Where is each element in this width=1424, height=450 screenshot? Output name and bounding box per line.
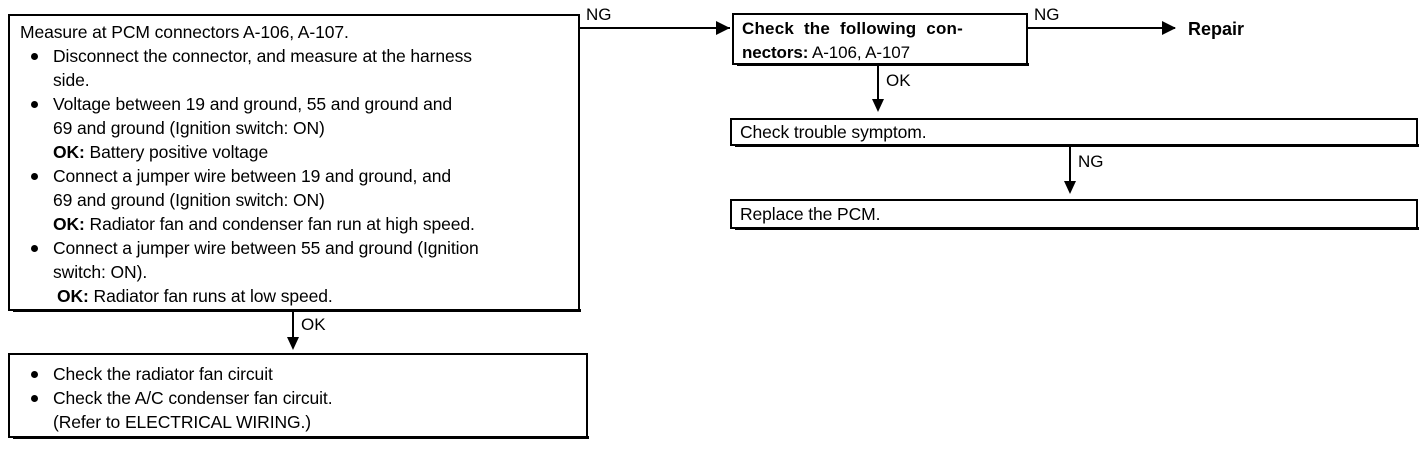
list-item: Connect a jumper wire between 55 and gro… <box>19 236 570 260</box>
ok-prefix-label: OK: <box>53 142 85 162</box>
measure-box-content: Measure at PCM connectors A-106, A-107. … <box>10 16 578 309</box>
check-trouble-symptom-box: Check trouble symptom. <box>730 118 1419 147</box>
measure-box-heading: Measure at PCM connectors A-106, A-107. <box>20 22 349 42</box>
bullet-icon <box>31 101 38 108</box>
list-item-continuation: side. <box>19 68 570 92</box>
bullet-icon <box>31 395 38 402</box>
ok-prefix-label: OK: <box>53 214 85 234</box>
list-item: Check the radiator fan circuit <box>19 362 578 386</box>
check-connectors-line2-prefix: nectors: <box>742 43 809 62</box>
check-connectors-list: A-106, A-107 <box>811 43 911 62</box>
ok-criterion-label: Battery positive voltage <box>89 142 269 162</box>
ok-criterion: OK: Radiator fan and condenser fan run a… <box>19 212 570 236</box>
check-connectors-line1-label: Check the following con- <box>742 19 963 38</box>
edge-label-ng-measure-to-connectors: NG <box>586 5 612 24</box>
list-item-label: Connect a jumper wire between 55 and gro… <box>53 238 479 258</box>
list-item-label: (Refer to ELECTRICAL WIRING.) <box>53 412 312 432</box>
edge-label-ng-connectors-to-repair: NG <box>1034 5 1060 24</box>
repair-terminal-label: Repair <box>1188 19 1245 39</box>
ok-prefix-label: OK: <box>57 286 89 306</box>
bullet-icon <box>31 245 38 252</box>
list-item-continuation: 69 and ground (Ignition switch: ON) <box>19 188 570 212</box>
bullet-icon <box>31 53 38 60</box>
list-item-label: side. <box>53 70 90 90</box>
measure-at-pcm-connectors-box: Measure at PCM connectors A-106, A-107. … <box>8 14 581 312</box>
edge-label-ok-connectors-to-symptom: OK <box>886 71 911 90</box>
list-item: Connect a jumper wire between 19 and gro… <box>19 164 570 188</box>
check-connectors-line1: Check the following con- <box>742 16 1020 41</box>
edge-connectors-to-repair-line <box>1028 27 1175 29</box>
check-connectors-box-content: Check the following con- nectors: A-106,… <box>734 15 1026 63</box>
list-item: Voltage between 19 and ground, 55 and gr… <box>19 92 570 116</box>
list-item-label: Check the A/C condenser fan circuit. <box>53 388 333 408</box>
check-following-connectors-box: Check the following con- nectors: A-106,… <box>732 13 1029 66</box>
ok-criterion-label: Radiator fan runs at low speed. <box>93 286 333 306</box>
list-item-label: Voltage between 19 and ground, 55 and gr… <box>53 94 453 114</box>
bullet-icon <box>31 371 38 378</box>
edge-connectors-to-symptom-arrowhead <box>872 99 884 112</box>
list-item-label: 69 and ground (Ignition switch: ON) <box>53 118 325 138</box>
bullet-icon <box>31 173 38 180</box>
edge-measure-to-connectors-line <box>580 27 730 29</box>
list-item-label: 69 and ground (Ignition switch: ON) <box>53 190 325 210</box>
ok-criterion-label: Radiator fan and condenser fan run at hi… <box>89 214 475 234</box>
check-symptom-label: Check trouble symptom. <box>740 122 927 142</box>
edge-measure-to-fan-circuit-line <box>292 311 294 341</box>
replace-pcm-box-content: Replace the PCM. <box>732 201 1416 227</box>
check-symptom-box-content: Check trouble symptom. <box>732 120 1416 144</box>
list-item-continuation: 69 and ground (Ignition switch: ON) <box>19 116 570 140</box>
edge-symptom-to-replace-arrowhead <box>1064 181 1076 194</box>
edge-label-ok-measure-to-fan-circuit: OK <box>301 315 326 334</box>
edge-measure-to-fan-circuit-arrowhead <box>287 337 299 350</box>
ok-criterion: OK: Radiator fan runs at low speed. <box>19 284 570 308</box>
list-item-continuation: (Refer to ELECTRICAL WIRING.) <box>19 410 578 434</box>
edge-connectors-to-symptom-line <box>877 65 879 102</box>
check-connectors-line2: nectors: A-106, A-107 <box>742 41 1020 64</box>
edge-connectors-to-repair-arrowhead <box>1162 21 1176 35</box>
list-item-label: switch: ON). <box>53 262 148 282</box>
edge-label-ng-symptom-to-replace: NG <box>1078 152 1104 171</box>
list-item-label: Check the radiator fan circuit <box>53 364 273 384</box>
list-item: Check the A/C condenser fan circuit. <box>19 386 578 410</box>
list-item-label: Connect a jumper wire between 19 and gro… <box>53 166 451 186</box>
check-fan-circuit-box: Check the radiator fan circuit Check the… <box>8 353 589 439</box>
replace-pcm-box: Replace the PCM. <box>730 199 1419 230</box>
fan-circuit-box-content: Check the radiator fan circuit Check the… <box>10 355 586 436</box>
list-item: Disconnect the connector, and measure at… <box>19 44 570 68</box>
ok-criterion: OK: Battery positive voltage <box>19 140 570 164</box>
list-item-label: Disconnect the connector, and measure at… <box>53 46 472 66</box>
list-item-continuation: switch: ON). <box>19 260 570 284</box>
replace-pcm-label: Replace the PCM. <box>740 204 881 224</box>
edge-symptom-to-replace-line <box>1069 146 1071 184</box>
edge-measure-to-connectors-arrowhead <box>716 21 730 35</box>
